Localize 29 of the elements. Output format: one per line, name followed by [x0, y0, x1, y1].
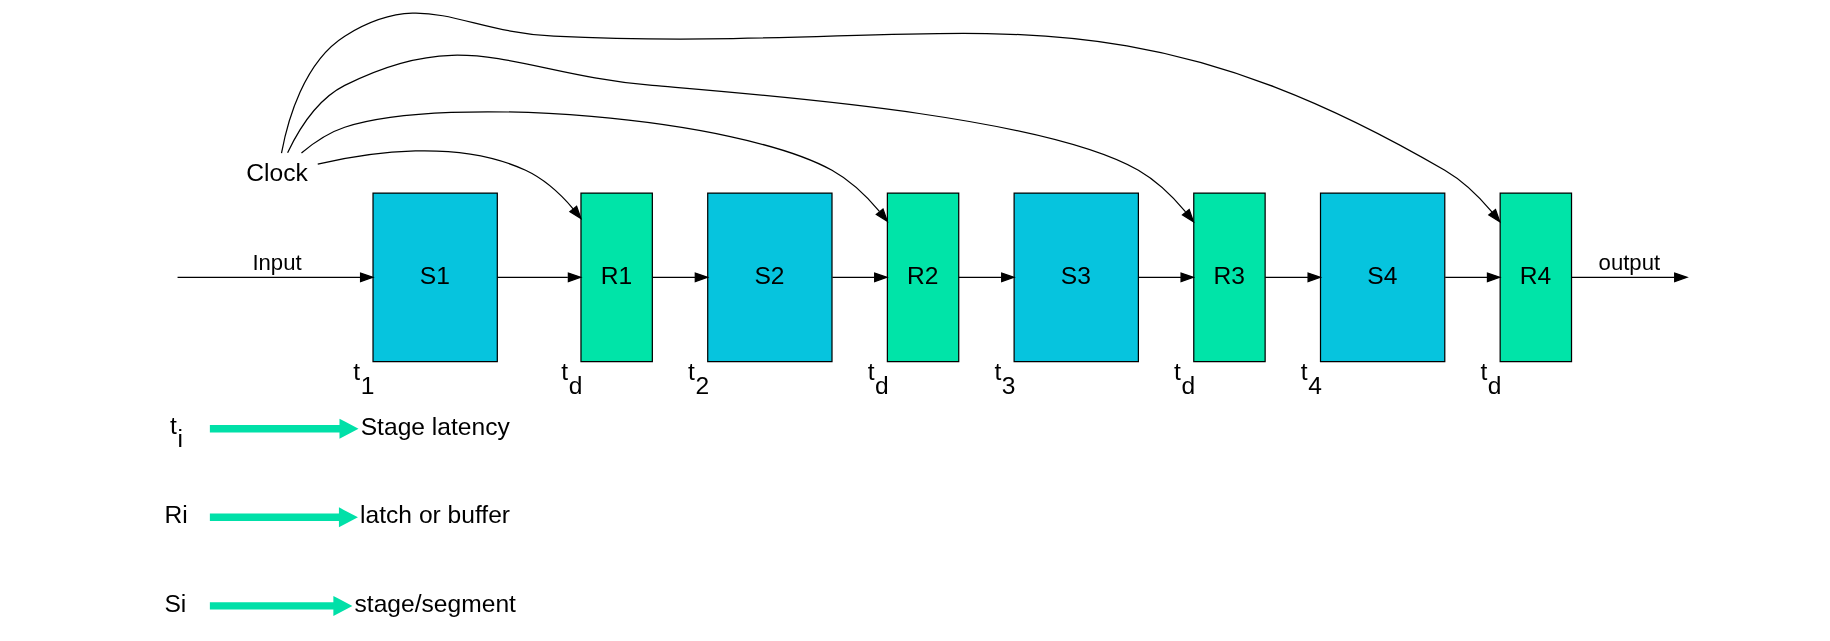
- node-box: S4: [1319, 192, 1445, 363]
- node-text: stage/segment: [354, 590, 516, 618]
- edge-label: Input: [251, 250, 302, 276]
- node-box: R2: [886, 192, 959, 363]
- arrow: [651, 272, 709, 283]
- arrow: [176, 272, 375, 283]
- node-box: R3: [1192, 192, 1266, 363]
- arrow: [300, 111, 888, 223]
- arrow: [496, 272, 583, 283]
- arrow: [1444, 272, 1502, 283]
- node-box: R4: [1499, 192, 1572, 363]
- arrow: [831, 272, 889, 283]
- arrow: [280, 12, 1501, 224]
- arrow: [957, 272, 1016, 283]
- node-text: Si: [163, 590, 186, 618]
- node-text: Clock: [245, 159, 308, 187]
- node-box: R1: [579, 192, 653, 363]
- arrow: [1570, 272, 1689, 283]
- arrow: [286, 54, 1195, 224]
- node-box: S2: [706, 192, 833, 363]
- node-text: latch or buffer: [359, 501, 510, 529]
- node-box: S3: [1013, 192, 1139, 363]
- node-box: S1: [371, 192, 498, 363]
- edge-label: output: [1598, 250, 1660, 276]
- arrow: [1137, 272, 1195, 283]
- node-text: Stage latency: [360, 412, 510, 440]
- node-text: Ri: [163, 501, 188, 529]
- arrow: [1264, 272, 1322, 283]
- arrow: [316, 150, 582, 220]
